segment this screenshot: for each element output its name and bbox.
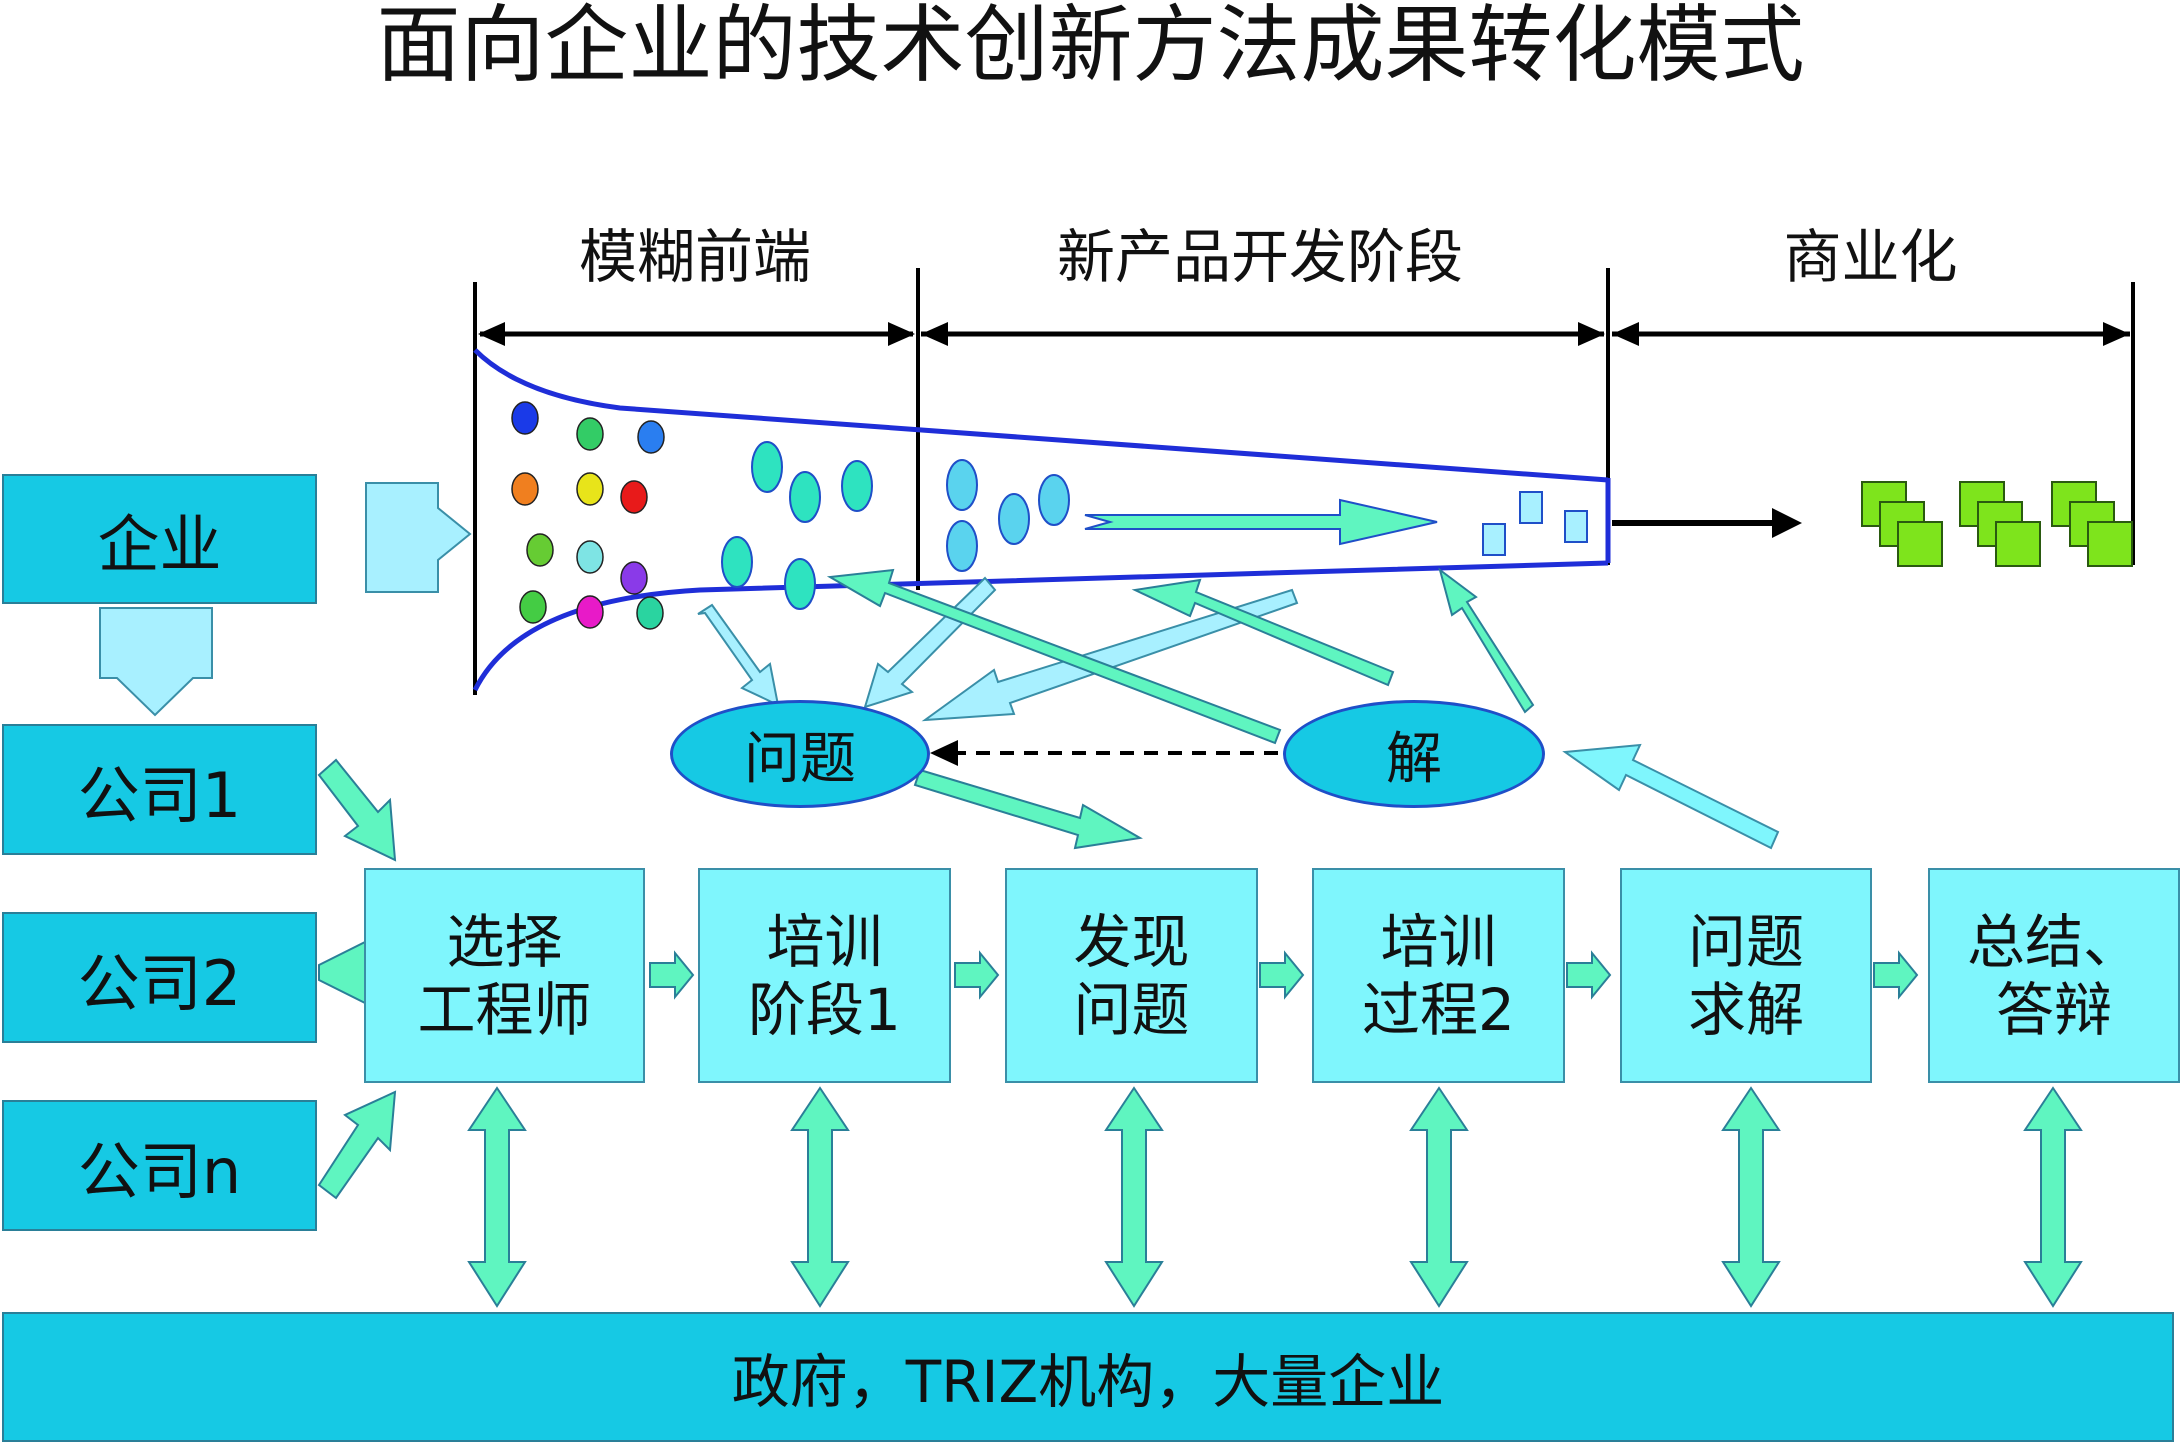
step-line1: 总结、 xyxy=(1966,907,2141,976)
step-line1: 培训 xyxy=(766,907,883,976)
step-line2: 阶段1 xyxy=(748,975,901,1044)
step-box-select-engineer: 选择工程师 xyxy=(364,868,645,1083)
step-line2: 工程师 xyxy=(417,975,592,1044)
phase-label-new-product-development: 新产品开发阶段 xyxy=(1056,223,1463,291)
enterprise-box: 企业 xyxy=(2,474,317,604)
phase-label-commercialization: 商业化 xyxy=(1783,223,1958,291)
solution-to-problem-dashed-arrow xyxy=(930,740,1278,766)
development-flow-arrow xyxy=(1084,498,1438,546)
problem-solving-to-solution-arrow xyxy=(1562,743,1780,850)
support-bar: 政府，TRIZ机构，大量企业 xyxy=(2,1312,2174,1442)
step-line1: 问题 xyxy=(1687,907,1804,976)
enterprise-to-funnel-arrow xyxy=(365,482,472,593)
step-line1: 选择 xyxy=(446,907,563,976)
step-box-problem-solving: 问题求解 xyxy=(1620,868,1872,1083)
step-box-find-problems: 发现问题 xyxy=(1005,868,1258,1083)
company-n-box: 公司n xyxy=(2,1100,317,1231)
concept-ovals xyxy=(721,441,1070,610)
prototype-squares xyxy=(1482,491,1588,556)
step-line2: 求解 xyxy=(1687,975,1804,1044)
support-double-arrows xyxy=(467,1086,2083,1308)
step-line1: 培训 xyxy=(1380,907,1497,976)
idea-blobs xyxy=(511,401,665,630)
step-box-training-stage-1: 培训阶段1 xyxy=(698,868,951,1083)
phase-label-fuzzy-front-end: 模糊前端 xyxy=(578,223,811,291)
phase-span-arrows xyxy=(478,322,2130,346)
diagram-title: 面向企业的技术创新方法成果转化模式 xyxy=(376,0,1805,94)
step-line2: 答辩 xyxy=(1995,975,2112,1044)
solution-ellipse: 解 xyxy=(1283,700,1545,808)
company-1-box: 公司1 xyxy=(2,724,317,855)
development-funnel xyxy=(472,348,1611,692)
enterprise-to-company-arrow xyxy=(99,607,213,717)
step-line1: 发现 xyxy=(1073,907,1190,976)
problem-to-discovery-arrow xyxy=(913,768,1143,850)
step-line2: 过程2 xyxy=(1362,975,1515,1044)
product-stacks xyxy=(1861,481,2133,567)
step-box-training-process-2: 培训过程2 xyxy=(1312,868,1565,1083)
step-to-step-arrows xyxy=(649,950,1919,1000)
company-2-box: 公司2 xyxy=(2,912,317,1043)
commercialization-arrow xyxy=(1612,508,1802,538)
step-box-summary-defense: 总结、答辩 xyxy=(1928,868,2180,1083)
solution-to-funnel-arrows xyxy=(826,567,1535,745)
step-line2: 问题 xyxy=(1073,975,1190,1044)
problem-ellipse: 问题 xyxy=(670,700,930,808)
